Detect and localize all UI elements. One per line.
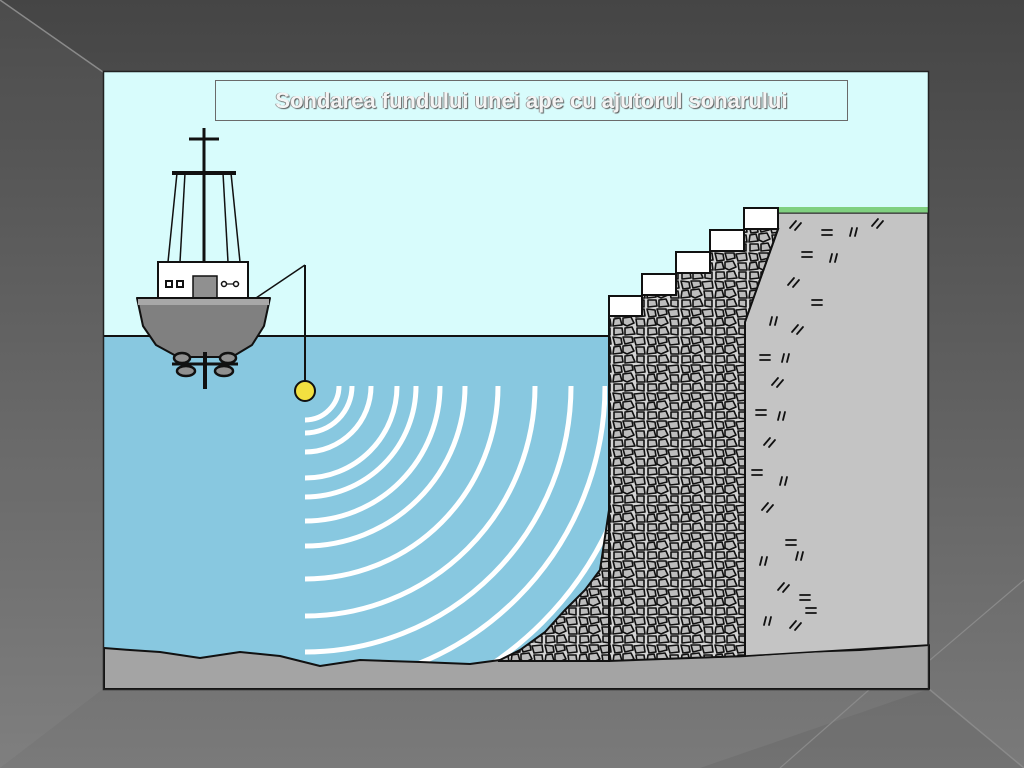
rock-mark (769, 316, 778, 326)
rock-mark (777, 582, 790, 593)
sonar-wave-arc (304, 385, 607, 666)
rock-mark (791, 324, 804, 335)
rock-mark (871, 218, 884, 229)
background-facet (0, 0, 103, 768)
ship-window (165, 280, 173, 288)
rock-mark (799, 594, 811, 601)
rock-mark (771, 377, 784, 388)
step (675, 251, 711, 274)
rock-mark (763, 437, 776, 448)
rock-mark (759, 556, 768, 566)
ship-rigging (167, 172, 241, 263)
cliff-steps (608, 207, 779, 317)
step (608, 295, 643, 317)
rock-mark (805, 607, 817, 614)
rock-mark (849, 227, 858, 237)
rock-mark (801, 251, 813, 258)
rock-mark (751, 469, 763, 476)
rock-mark (821, 229, 833, 236)
ship-icon (136, 128, 271, 389)
sonar-transducer-icon (255, 264, 316, 402)
rock-mark (789, 620, 802, 631)
rock-mark (779, 476, 788, 486)
transducer-boom (255, 264, 306, 299)
sonar-wave-arc (304, 385, 355, 436)
sonar-wave-arc (304, 385, 538, 619)
sonar-wave-arc (304, 385, 468, 549)
rock-mark (787, 277, 800, 288)
rock-mark (789, 220, 802, 231)
sonar-wave-arc (304, 385, 574, 655)
transducer-ball (294, 380, 316, 402)
rock-mark (759, 354, 771, 361)
rock-mark (763, 616, 772, 626)
sonar-waves (304, 385, 607, 666)
step (641, 273, 677, 296)
background-diagonal (0, 0, 104, 73)
sonar-wave-arc (304, 385, 400, 481)
rock-mark (761, 502, 774, 513)
sonar-illustration (102, 70, 930, 691)
rock-face-marks (751, 218, 884, 631)
step (709, 229, 745, 252)
background-diagonal (779, 688, 871, 768)
sonar-wave-arc (304, 385, 342, 423)
sonar-wave-arc (304, 385, 374, 455)
illustration-frame (102, 70, 930, 691)
rock-mark (785, 539, 797, 546)
ship-window (176, 280, 184, 288)
grass-strip (778, 207, 928, 213)
ship-deck-band (138, 299, 269, 305)
step (743, 207, 779, 230)
rock-mark (811, 299, 823, 306)
background-diagonal (928, 688, 1024, 768)
sonar-wave-arc (304, 385, 607, 666)
rock-mark (755, 409, 767, 416)
background-diagonal (929, 579, 1024, 661)
water (104, 337, 608, 667)
sonar-wave-arc (304, 385, 419, 500)
rock-mark (829, 253, 838, 263)
rock-face (744, 212, 929, 657)
rock-mark (777, 411, 786, 421)
sonar-wave-arc (304, 385, 501, 582)
ship-door (192, 275, 218, 300)
rock-mark (795, 551, 804, 561)
sonar-wave-arc (304, 385, 443, 524)
ship-propeller (172, 351, 238, 389)
background-facet (700, 689, 1024, 768)
slide-title: Sondarea fundului unei ape cu ajutorul s… (215, 80, 848, 121)
rock-mark (781, 353, 790, 363)
